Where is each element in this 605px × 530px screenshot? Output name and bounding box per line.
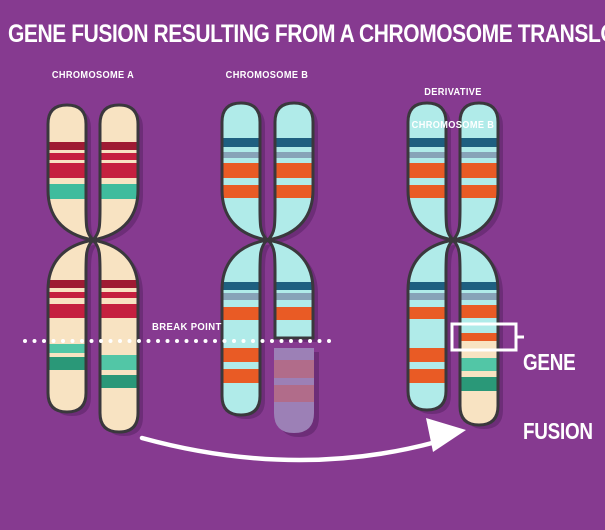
chromosome-b-label: CHROMOSOME B: [225, 70, 309, 81]
gene-fusion-line2: FUSION: [523, 418, 593, 444]
page-title: GENE FUSION RESULTING FROM A CHROMOSOME …: [8, 20, 605, 48]
break-point-label: BREAK POINT: [152, 322, 222, 333]
chromosome-a-left-chromatid: [46, 103, 98, 414]
derivative-chromosome-b-label: DERIVATIVE CHROMOSOME B: [384, 65, 522, 153]
derivative-label-line1: DERIVATIVE: [424, 87, 482, 98]
derivative-label-line2: CHROMOSOME B: [411, 120, 495, 131]
chromosome-b: [220, 101, 319, 437]
chromosome-a-right-chromatid: [88, 103, 140, 434]
chromosome-a-label: CHROMOSOME A: [51, 70, 135, 81]
gene-fusion-line1: GENE: [523, 349, 576, 375]
chromosome-a: [46, 103, 143, 436]
gene-fusion-label: GENE FUSION: [523, 305, 593, 489]
translocation-arrowhead-icon: [426, 418, 466, 452]
chromosome-b-left-chromatid: [220, 101, 272, 417]
derivative-chromosome-b: [406, 101, 503, 429]
chromosome-b-right-chromatid: [263, 101, 315, 340]
derivative-chromosome-b-left-chromatid: [406, 101, 458, 412]
translocation-arrow-curve: [139, 435, 439, 463]
translocated-segment-ghost: [274, 348, 314, 433]
derivative-chromosome-b-right-chromatid: [448, 101, 500, 427]
